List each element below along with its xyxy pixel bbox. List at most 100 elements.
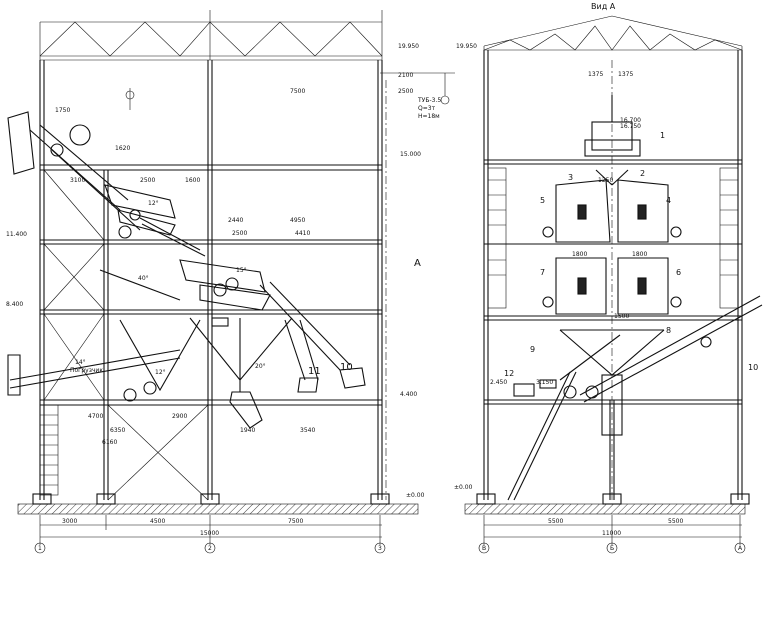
left-level-1: 19.950: [398, 43, 419, 50]
right-level-2: 16.700: [620, 117, 641, 124]
right-note-5: 3.150: [536, 379, 553, 386]
left-dim-int-5: 4950: [290, 217, 305, 224]
left-dim-int-3: 1600: [185, 177, 200, 184]
left-dim-top-2: 2500: [398, 88, 413, 95]
right-equipment-5: 5: [540, 196, 545, 205]
left-equipment-11: 11: [308, 366, 321, 377]
axis-label-right-1: В: [482, 545, 486, 552]
left-ground-slab: [17, 503, 419, 515]
right-axis-markers: [478, 542, 746, 554]
left-dim-int-14: 1620: [115, 145, 130, 152]
left-level-2: 15.000: [400, 151, 421, 158]
left-feed-conveyor: [7, 111, 141, 239]
right-equipment-2: 2: [640, 169, 645, 178]
right-floors: [484, 159, 742, 405]
left-hoist: [125, 72, 455, 110]
left-level-6: ±0.00: [406, 492, 425, 499]
left-note-angle-1: 12°: [148, 200, 159, 207]
left-dim-top-1: 2100: [398, 72, 413, 79]
left-bottom-conveyor: [7, 349, 181, 402]
right-equipment-6: 6: [676, 268, 681, 277]
right-note-4: 1500: [614, 313, 629, 320]
right-lower-screens: [542, 257, 682, 315]
axis-label-right-3: А: [738, 545, 743, 552]
right-equipment-12: 12: [504, 369, 514, 378]
right-dim-top-1: 1375: [588, 71, 603, 78]
right-note-6: 2.450: [490, 379, 507, 386]
left-bottom-dimension-lines: [39, 515, 382, 545]
right-equipment-3: 3: [568, 173, 573, 182]
left-belt-mid: [99, 217, 206, 301]
left-view: [7, 10, 455, 554]
right-level-3: 16.750: [620, 123, 641, 130]
left-dim-bottom-3: 7500: [288, 518, 303, 525]
axis-label-left-2: 2: [208, 545, 212, 552]
left-columns: [39, 60, 383, 500]
left-roof-truss: [39, 10, 383, 61]
right-roof-truss: [483, 15, 743, 51]
left-level-4: 8.400: [6, 301, 23, 308]
right-equipment-8: 8: [666, 326, 671, 335]
left-staircase: [39, 404, 59, 496]
left-dim-int-9: 6350: [110, 427, 125, 434]
left-note-angle-6: 12°: [155, 369, 166, 376]
left-dim-int-12: 3540: [300, 427, 315, 434]
right-conveyor-9: [507, 334, 621, 501]
left-axis-markers: [34, 542, 386, 554]
axis-label-left-3: 3: [378, 545, 382, 552]
left-dim-int-11: 2900: [172, 413, 187, 420]
right-note-3: 1250: [598, 177, 613, 184]
left-dim-int-2: 2500: [140, 177, 155, 184]
left-dim-int-15: 1750: [55, 107, 70, 114]
left-dim-int-1: 3100: [70, 177, 85, 184]
right-equipment-10: 10: [748, 363, 758, 372]
right-upper-screens: [542, 169, 682, 243]
right-wall-panels: [487, 167, 739, 309]
left-screen-lower: [179, 259, 271, 327]
right-equipment-7: 7: [540, 268, 545, 277]
left-note-angle-3: 40°: [138, 275, 149, 282]
left-note-loader: Погрузчик: [70, 367, 103, 374]
left-dim-bottom-1: 3000: [62, 518, 77, 525]
left-hoppers: [119, 317, 293, 429]
labels: Вид А А 1 2 3 В Б А 3000 4500 7500 15000…: [6, 2, 758, 552]
left-note-angle-5: 20°: [255, 363, 266, 370]
left-floors: [40, 164, 382, 406]
left-note-hoist-height: Н=18м: [418, 113, 440, 120]
left-dim-int-4: 2440: [228, 217, 243, 224]
left-note-hoist-model: ТУБ-3.5: [417, 97, 441, 104]
right-equipment-9: 9: [530, 345, 535, 354]
left-dim-total: 15000: [200, 530, 219, 537]
right-view: [464, 15, 763, 554]
right-dim-bottom-1: 5500: [548, 518, 563, 525]
right-footings: [476, 493, 750, 505]
right-conveyor-10: [579, 295, 763, 403]
section-mark: А: [414, 258, 421, 269]
left-level-5: 4.400: [400, 391, 417, 398]
left-footings: [32, 493, 390, 505]
right-note-1: 1800: [572, 251, 587, 258]
right-columns: [483, 50, 743, 500]
right-equipment-1: 1: [660, 131, 665, 140]
right-equipment-4: 4: [666, 196, 671, 205]
left-dim-int-6: 2500: [232, 230, 247, 237]
view-title: Вид А: [591, 2, 616, 11]
right-dim-total: 11000: [602, 530, 621, 537]
left-bracing: [43, 169, 209, 501]
right-level-4: ±0.00: [454, 484, 473, 491]
left-dim-int-8: 4700: [88, 413, 103, 420]
left-note-angle-2: 15°: [236, 267, 247, 274]
left-equipment-10: 10: [340, 362, 353, 373]
right-dim-top-2: 1375: [618, 71, 633, 78]
right-bottom-dimension-lines: [483, 515, 742, 545]
axis-label-left-1: 1: [38, 545, 42, 552]
left-dim-int-7: 4410: [295, 230, 310, 237]
right-note-2: 1800: [632, 251, 647, 258]
left-screen-upper: [104, 184, 176, 236]
right-dim-bottom-2: 5500: [668, 518, 683, 525]
right-ground-slab: [464, 503, 746, 515]
right-level-1: 19.950: [456, 43, 477, 50]
left-dim-int-13: 1940: [240, 427, 255, 434]
left-note-angle-4: 14°: [75, 359, 86, 366]
